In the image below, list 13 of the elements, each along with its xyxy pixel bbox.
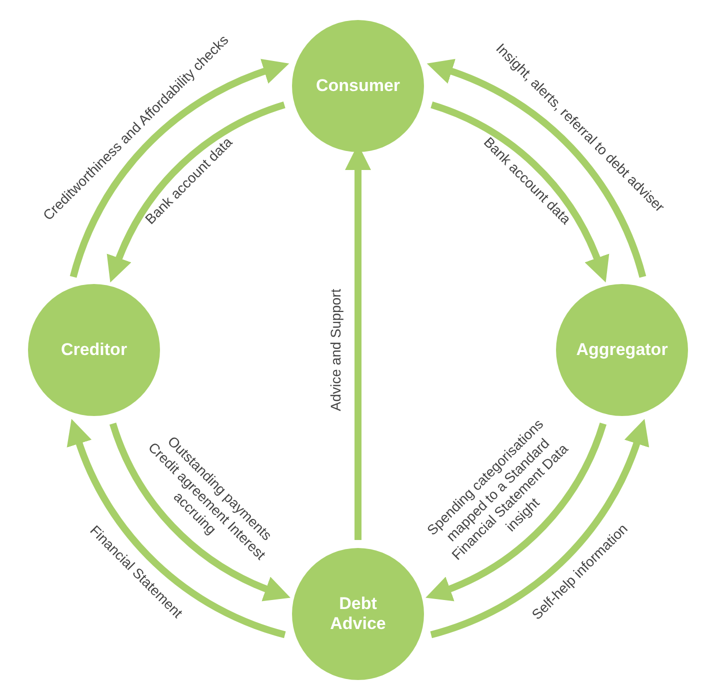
node-label: Creditor (60, 340, 128, 360)
edge-label: Advice and Support (327, 288, 344, 412)
node-label: Debt Advice (330, 594, 386, 634)
node-label: Consumer (316, 76, 400, 96)
arrow (426, 422, 606, 601)
arrow (110, 422, 290, 601)
arrow (427, 59, 646, 278)
node-label: Aggregator (576, 340, 668, 360)
arrow (107, 102, 286, 282)
arrow (67, 419, 286, 638)
arrow (70, 59, 289, 278)
arrow (430, 419, 649, 638)
arrow (430, 102, 609, 282)
